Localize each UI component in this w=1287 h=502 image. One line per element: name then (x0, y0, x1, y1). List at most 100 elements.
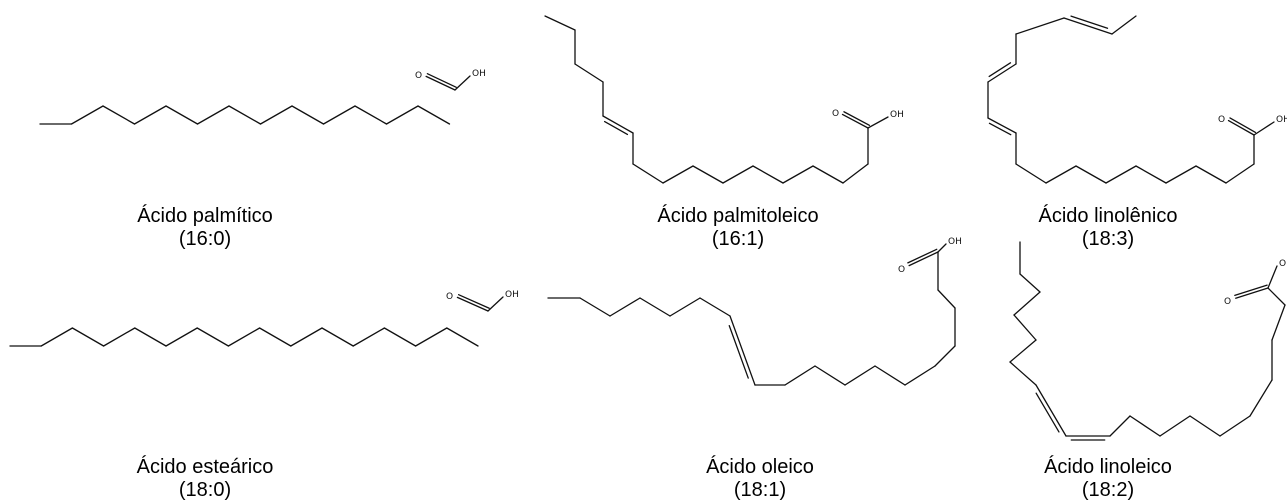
oxygen-label: O (446, 292, 453, 302)
single-bond (259, 105, 293, 125)
carbonyl-bond (426, 73, 457, 88)
single-bond (102, 105, 136, 125)
single-bond (1015, 17, 1065, 35)
caption-palmitic-acid: Ácido palmítico (16:0) (137, 205, 273, 251)
single-bond (1195, 165, 1227, 184)
single-bond (782, 165, 814, 184)
single-bond (1109, 415, 1131, 437)
single-bond (602, 115, 634, 134)
single-bond (228, 105, 262, 125)
hydroxyl-label: OH (1276, 115, 1287, 125)
single-bond (574, 63, 604, 83)
hydroxyl-bond (487, 296, 504, 312)
oxygen-label: O (832, 109, 839, 119)
oleic-acid-structure: OOH (547, 237, 962, 386)
single-bond (1015, 163, 1047, 184)
single-bond (722, 165, 754, 184)
single-bond (729, 315, 756, 386)
single-bond (752, 165, 784, 184)
molecule-notation: (18:0) (178, 479, 232, 501)
single-bond (1111, 15, 1137, 35)
molecule-notation: (16:0) (178, 228, 232, 250)
molecule-name: Ácido oleico (706, 456, 814, 478)
single-bond (321, 327, 354, 347)
single-bond (1129, 415, 1161, 437)
linolenic-acid-structure: O OH (987, 15, 1287, 184)
carbonyl-bond (843, 111, 871, 127)
single-bond (669, 297, 701, 317)
molecule-name: Ácido linoleico (1044, 456, 1172, 478)
single-bond (987, 117, 1017, 134)
single-bond (1009, 361, 1037, 386)
molecule-name: Ácido palmitoleico (657, 205, 819, 227)
single-bond (354, 105, 388, 125)
carbonyl-bond (907, 248, 938, 264)
single-bond (639, 297, 671, 317)
oxygen-label: O (1224, 297, 1231, 307)
molecule-name: Ácido palmítico (137, 205, 273, 227)
molecule-notation: (18:3) (1081, 228, 1135, 250)
single-bond (1019, 273, 1041, 293)
single-bond (40, 327, 74, 347)
carbonyl-bond (1229, 117, 1257, 134)
carbonyl-bond (456, 296, 489, 312)
hydroxyl-bond (1267, 265, 1278, 289)
single-bond (414, 327, 448, 347)
double-bond (1035, 392, 1060, 433)
oxygen-label: O (1218, 115, 1225, 125)
single-bond (874, 365, 906, 386)
hydroxyl-bond (1253, 121, 1275, 136)
caption-linoleic-acid: Ácido linoleico (18:2) (1044, 456, 1172, 502)
single-bond (322, 105, 356, 125)
single-bond (1159, 415, 1191, 437)
single-bond (227, 327, 261, 347)
single-bond (133, 105, 167, 125)
single-bond (70, 105, 104, 125)
carbonyl-bond (1235, 287, 1269, 299)
hydroxyl-bond (454, 75, 471, 91)
molecule-name: Ácido linolênico (1038, 205, 1178, 227)
single-bond (1035, 384, 1067, 437)
single-bond (383, 327, 417, 347)
single-bond (1249, 379, 1273, 417)
single-bond (814, 365, 846, 386)
single-bond (609, 297, 641, 317)
single-bond (1219, 415, 1251, 437)
caption-linolenic-acid: Ácido linolênico (18:3) (1039, 205, 1178, 251)
single-bond (196, 327, 230, 347)
single-bond (579, 297, 611, 317)
single-bond (258, 327, 292, 347)
single-bond (102, 327, 136, 347)
carbonyl-bond (841, 113, 869, 129)
single-bond (1267, 287, 1286, 306)
stearic-acid-structure: O OH (9, 290, 519, 347)
single-bond (1009, 339, 1037, 363)
single-bond (544, 15, 576, 31)
hydroxyl-label: OH (505, 290, 519, 300)
single-bond (1013, 314, 1037, 341)
single-bond (71, 327, 105, 347)
double-bond (988, 122, 1012, 136)
carbonyl-bond (1227, 119, 1255, 136)
single-bond (1271, 304, 1286, 341)
carbonyl-bond (908, 251, 939, 267)
single-bond (352, 327, 386, 347)
single-bond (1135, 165, 1167, 184)
caption-palmitoleic-acid: Ácido palmitoleico (16:1) (657, 205, 818, 251)
single-bond (290, 327, 323, 347)
carbonyl-bond (457, 294, 490, 309)
single-bond (165, 105, 199, 125)
caption-stearic-acid: Ácido esteárico (18:0) (137, 456, 274, 502)
hydroxyl-bond (937, 243, 947, 253)
single-bond (1075, 165, 1107, 184)
single-bond (987, 63, 1017, 83)
single-bond (904, 365, 936, 386)
single-bond (812, 165, 844, 184)
carbonyl-bond (1234, 284, 1268, 296)
single-bond (1045, 165, 1077, 184)
single-bond (291, 105, 325, 125)
oxygen-label: O (415, 71, 422, 81)
